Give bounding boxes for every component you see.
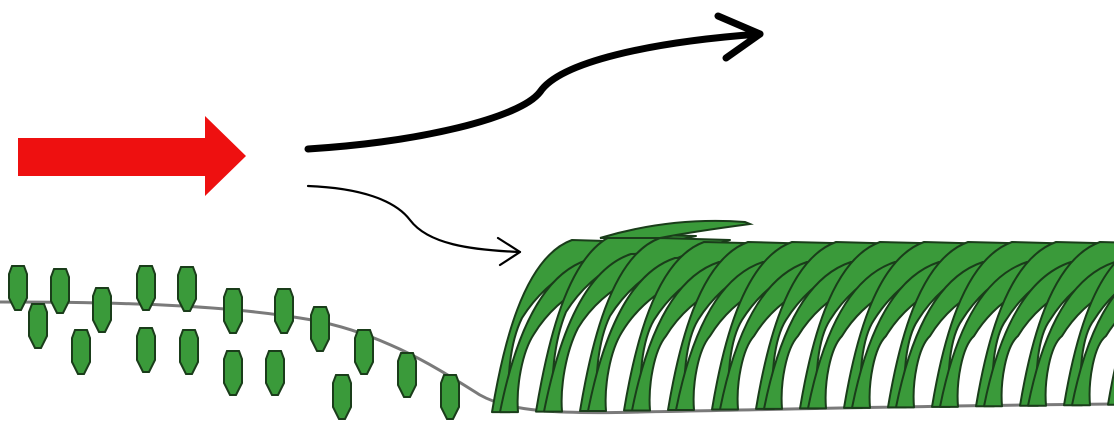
upright-leaves-group (9, 266, 459, 419)
upright-leaf (51, 269, 69, 313)
upright-leaf (311, 307, 329, 351)
upright-leaf (224, 289, 242, 333)
bent-leaves-group (492, 221, 1114, 412)
upright-leaf (93, 288, 111, 332)
upright-leaf (266, 351, 284, 395)
wind-arrow-icon (18, 116, 246, 196)
upright-leaf (72, 330, 90, 374)
upright-leaf (180, 330, 198, 374)
through-flow-arrow (308, 186, 520, 265)
upright-leaf (9, 266, 27, 310)
upright-leaf (355, 330, 373, 374)
upright-leaf (178, 267, 196, 311)
upright-leaf (275, 289, 293, 333)
upright-leaf (333, 375, 351, 419)
deflected-flow-arrow (308, 16, 760, 149)
upright-leaf (224, 351, 242, 395)
deflected-flow-curve (308, 34, 760, 149)
bent-leaf-top (600, 221, 750, 238)
upright-leaf (29, 304, 47, 348)
upright-leaf (441, 375, 459, 419)
upright-leaf (137, 266, 155, 310)
upright-leaf (137, 328, 155, 372)
through-flow-curve (308, 186, 520, 252)
upright-leaf (398, 353, 416, 397)
